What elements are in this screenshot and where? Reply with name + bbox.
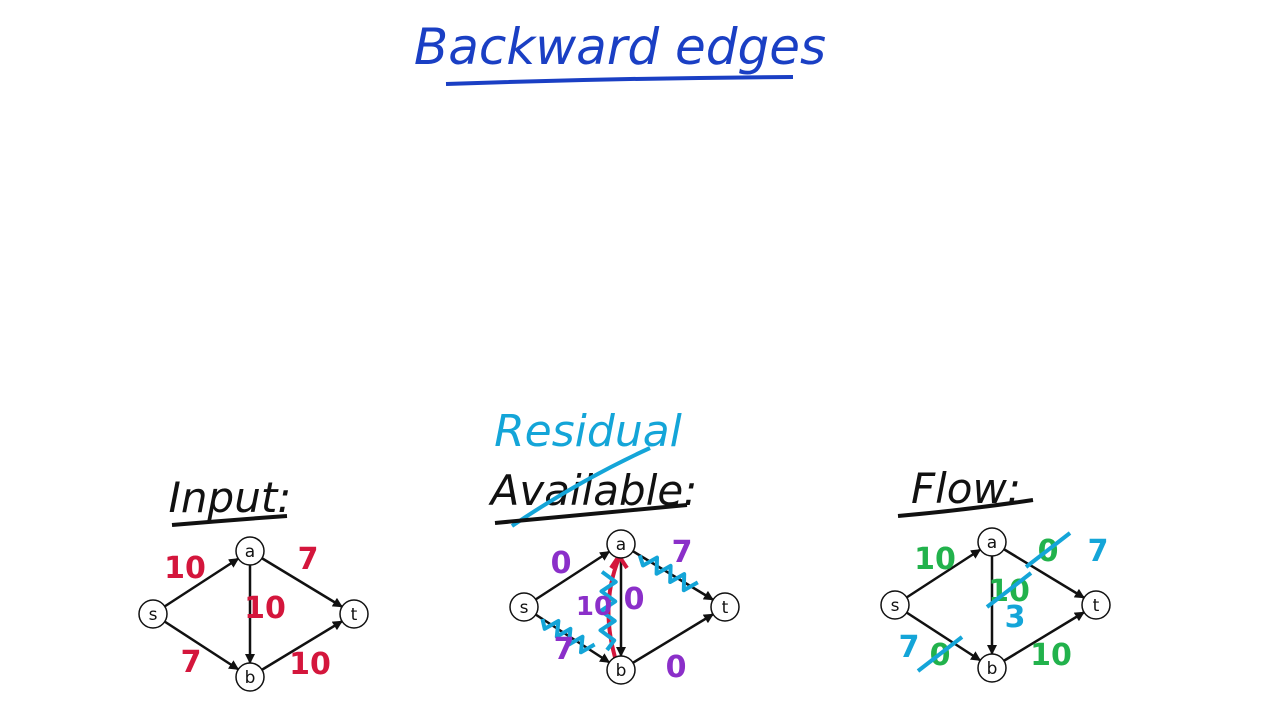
title-underline <box>445 75 794 86</box>
edge-label-a-b: 0 <box>624 582 645 617</box>
node-circle <box>138 599 168 629</box>
node-b: b <box>606 655 636 685</box>
edge-label-b-t: 10 <box>1030 638 1072 673</box>
edge-a-t <box>261 557 343 608</box>
edge-b-t <box>632 613 714 664</box>
node-label: t <box>1093 596 1100 616</box>
edge-label-a-b: 3 <box>1005 600 1026 635</box>
node-a: a <box>606 529 636 559</box>
node-circle <box>339 599 369 629</box>
node-a: a <box>235 536 265 566</box>
node-circle <box>880 590 910 620</box>
graph-input: 10 7 10 7 10 s a b t <box>138 536 369 692</box>
node-label: a <box>616 535 626 555</box>
cyan-squiggle <box>598 570 618 652</box>
node-circle <box>710 592 740 622</box>
edge-label-a-t: 7 <box>298 542 319 577</box>
backward-edge-label: 10 <box>576 592 612 622</box>
edge-label-s-a: 10 <box>164 551 206 586</box>
heading-input-underline <box>171 514 288 527</box>
edge-s-a <box>906 548 982 599</box>
heading-input: Input: <box>169 473 292 522</box>
heading-available-underline <box>494 503 688 525</box>
heading-residual: Residual <box>494 406 683 457</box>
node-label: a <box>987 533 997 553</box>
edge-label-b-t: 0 <box>666 650 687 685</box>
node-s: s <box>880 590 910 620</box>
edge-label-s-b: 7 <box>899 630 920 665</box>
node-circle <box>1081 590 1111 620</box>
node-label: b <box>987 659 998 679</box>
edge-label-s-a: 10 <box>914 542 956 577</box>
strikethrough-mark <box>1024 531 1072 569</box>
cyan-squiggle <box>637 554 699 593</box>
node-circle <box>509 592 539 622</box>
heading-flow-underline <box>897 498 1034 518</box>
edge-label-a-t: 7 <box>672 535 693 570</box>
node-b: b <box>977 653 1007 683</box>
node-s: s <box>138 599 168 629</box>
edge-a-t <box>1003 548 1085 599</box>
node-label: s <box>520 598 529 618</box>
node-b: b <box>235 662 265 692</box>
node-circle <box>606 655 636 685</box>
node-circle <box>606 529 636 559</box>
edge-s-b <box>535 613 611 664</box>
node-label: b <box>245 668 256 688</box>
strikethrough-mark <box>985 571 1033 609</box>
node-label: t <box>722 598 729 618</box>
edge-label-s-b: 7 <box>181 645 202 680</box>
edge-s-b <box>164 620 240 671</box>
graph-flow: 10701030710sabt <box>880 527 1111 683</box>
cyan-squiggle <box>540 618 596 655</box>
edge-label-s-b: 7 <box>554 632 575 667</box>
strikethrough-mark <box>916 635 964 673</box>
edge-s-a <box>535 550 611 601</box>
edge-b-t <box>261 620 343 671</box>
node-a: a <box>977 527 1007 557</box>
node-s: s <box>509 592 539 622</box>
edge-a-t <box>632 550 714 601</box>
edge-label-s-a: 0 <box>551 546 572 581</box>
node-label: t <box>351 605 358 625</box>
edge-label-a-t: 7 <box>1088 534 1109 569</box>
edge-s-a <box>164 557 240 608</box>
node-label: s <box>149 605 158 625</box>
edge-label-a-b: 10 <box>244 591 286 626</box>
node-t: t <box>339 599 369 629</box>
page-title: Backward edges <box>414 18 826 76</box>
node-t: t <box>1081 590 1111 620</box>
node-circle <box>235 536 265 566</box>
node-label: a <box>245 542 255 562</box>
node-label: s <box>891 596 900 616</box>
node-circle <box>977 527 1007 557</box>
node-circle <box>235 662 265 692</box>
node-circle <box>977 653 1007 683</box>
node-t: t <box>710 592 740 622</box>
edge-label-b-t: 10 <box>289 647 331 682</box>
node-label: b <box>616 661 627 681</box>
backward-edge-b-a <box>606 557 621 665</box>
edge-b-t <box>1003 611 1085 662</box>
edge-s-b <box>906 611 982 662</box>
available-strikethrough <box>510 446 651 528</box>
